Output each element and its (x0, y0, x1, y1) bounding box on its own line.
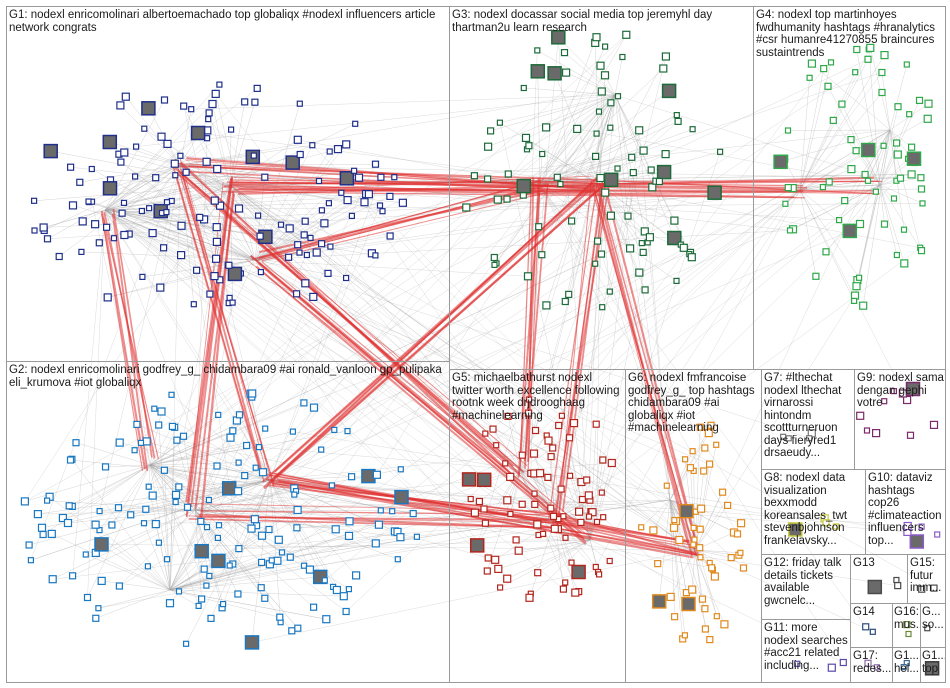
group-label-g10: G10: dataviz hashtags cop26 #climateacti… (868, 472, 944, 554)
group-label-g14: G14 (853, 606, 891, 620)
group-label-g16: G16: mus... (894, 606, 920, 634)
group-label-g4: G4: nodexl top martinhoyes fwdhumanity h… (756, 9, 944, 61)
group-label-g1: G1: nodexl enricomolinari albertoemachad… (9, 9, 447, 35)
group-label-g17: G17: redes... (853, 650, 892, 680)
group-box-g2 (6, 361, 450, 683)
group-label-g8: G8: nodexl data visualization bexxmodd k… (764, 472, 864, 554)
group-label-g19: G... so... (922, 606, 945, 634)
group-label-g12: G12: friday talk details tickets availab… (764, 557, 849, 619)
group-label-g7: G7: #lthechat nodexl lthechat virnarossi… (764, 372, 853, 468)
group-label-g13: G13 (853, 557, 905, 571)
group-label-g9: G9: nodexl sama dengan gephi votre (857, 372, 944, 424)
group-label-g11: G11: more nodexl searches #acc21 related… (764, 622, 850, 682)
group-label-g3: G3: nodexl docassar social media top jer… (452, 9, 752, 35)
group-label-g2: G2: nodexl enricomolinari godfrey_g_ chi… (9, 364, 447, 390)
group-label-g5: G5: michaelbathurst nodexl twitter worth… (452, 372, 624, 436)
group-box-g3 (449, 6, 754, 370)
group-label-g20: G1... top (922, 650, 945, 680)
group-label-g6: G6: nodexl fmfrancoise godfrey_g_ top ha… (628, 372, 760, 436)
group-label-g15: G15: futur imm... (910, 557, 944, 597)
group-box-g1 (6, 6, 450, 362)
group-label-g18: G1... hel... (894, 650, 920, 680)
